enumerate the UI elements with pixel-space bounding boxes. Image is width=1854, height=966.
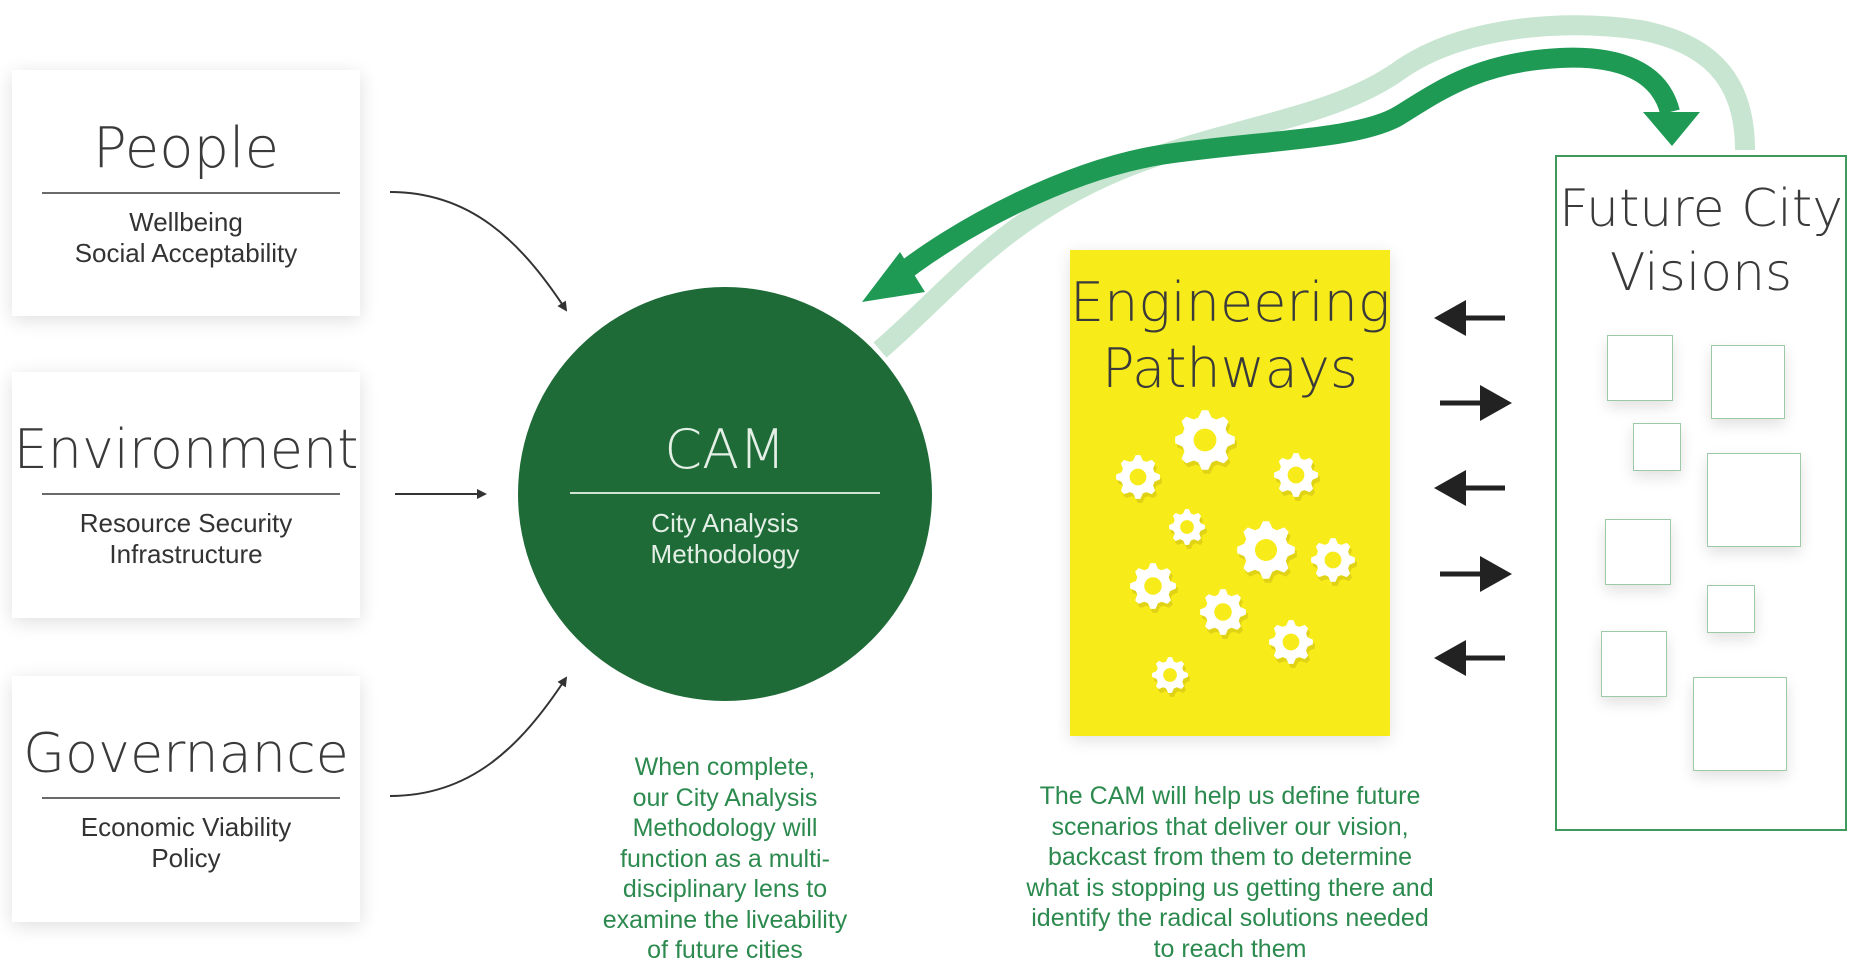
return-arrow-light: [873, 15, 1755, 358]
vision-square: [1633, 423, 1681, 471]
arrow-right-icon: [1440, 556, 1512, 592]
gear-icon: [1274, 453, 1320, 501]
engineering-pathways-card: Engineering Pathways: [1070, 250, 1390, 736]
cam-divider: [570, 492, 880, 494]
pillar-card-governance: Governance Economic Viability Policy: [12, 676, 360, 922]
exchange-arrows: [1434, 300, 1512, 676]
cam-caption: When complete, our City Analysis Methodo…: [602, 753, 848, 964]
arrow-right-icon: [1440, 385, 1512, 421]
input-arrow-governance: [389, 676, 568, 797]
pillar-card-environment: Environment Resource Security Infrastruc…: [12, 372, 360, 618]
input-arrow-people: [389, 191, 568, 312]
vision-square: [1607, 335, 1673, 401]
feedback-arrow: [883, 47, 1680, 290]
pillar-divider: [42, 493, 340, 495]
gear-icon: [1175, 410, 1237, 474]
engineering-pathways-title: Engineering Pathways: [1070, 271, 1391, 400]
arrow-left-icon: [1434, 640, 1505, 676]
pillar-title: People: [92, 116, 280, 181]
feedback-arrow-head-left: [862, 252, 925, 302]
cam-circle: [518, 287, 932, 701]
pillar-subtitle: Economic Viability Policy: [80, 812, 292, 873]
cam-subtitle: City Analysis Methodology: [650, 508, 800, 569]
gears-cluster: [1116, 410, 1357, 697]
vision-square: [1711, 345, 1785, 419]
gear-icon: [1311, 538, 1357, 586]
pillar-subtitle: Wellbeing Social Acceptability: [74, 207, 298, 268]
vision-square: [1693, 677, 1787, 771]
pillar-card-people: People Wellbeing Social Acceptability: [12, 70, 360, 316]
pillar-divider: [42, 797, 340, 799]
gear-icon: [1200, 589, 1248, 639]
pillar-title: Governance: [23, 722, 349, 785]
gear-icon: [1116, 455, 1162, 503]
arrow-left-icon: [1434, 300, 1505, 336]
future-city-visions-frame: Future City Visions: [1555, 155, 1847, 831]
cam-title: CAM: [664, 418, 786, 481]
arrow-left-icon: [1434, 470, 1505, 506]
gear-icon: [1269, 620, 1315, 668]
gear-icon: [1130, 563, 1178, 613]
gear-icon: [1237, 521, 1297, 583]
pillar-title: Environment: [13, 418, 359, 481]
vision-square: [1605, 519, 1671, 585]
pillar-divider: [42, 192, 340, 194]
future-city-visions-title: Future City Visions: [1558, 179, 1844, 303]
gear-icon: [1169, 509, 1207, 549]
gear-icon: [1152, 657, 1190, 697]
pathways-caption: The CAM will help us define future scena…: [1026, 782, 1434, 963]
vision-square: [1707, 453, 1801, 547]
vision-square: [1601, 631, 1667, 697]
vision-square: [1707, 585, 1755, 633]
pillar-subtitle: Resource Security Infrastructure: [79, 508, 293, 569]
feedback-arrow-head-down: [1643, 112, 1700, 146]
